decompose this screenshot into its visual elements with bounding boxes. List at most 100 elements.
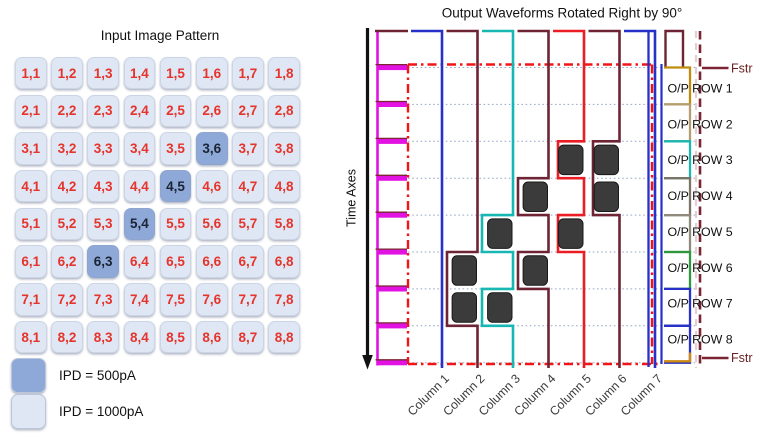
grid-cell-3-3: 3,3 [87,132,119,165]
right-maroon-gate [664,29,685,68]
fstr-top-label: Fstr [731,62,753,76]
grid-cell-2-6: 2,6 [195,94,228,128]
grid-cell-3-7: 3,7 [232,132,264,165]
fstr-bottom-label: Fstr [731,351,753,365]
strobe-pulse-4 [377,212,407,218]
grid-cell-6-8: 6,8 [268,245,300,278]
op-row-label-1: O/P ROW 1 [668,82,733,96]
grid-cell-6-3: 6,3 [87,245,119,278]
time-axis-label: Time Axes [345,169,359,227]
grid-cell-1-3: 1,3 [87,57,119,90]
spike-square-7-3 [487,292,513,323]
column-trace-3 [480,29,515,368]
strobe-pulse-6 [377,286,407,292]
grid-cell-5-4: 5,4 [123,207,156,241]
grid-cell-8-8: 8,8 [268,320,300,354]
bottom-orange-trace [664,352,692,363]
legend-swatch-500pa [11,358,46,394]
spike-square-4-4 [522,181,548,212]
grid-cell-4-6: 4,6 [195,170,228,203]
input-pattern-title: Input Image Pattern [100,28,220,43]
grid-cell-2-7: 2,7 [232,94,264,128]
strobe-pulse-3 [377,175,407,181]
spike-square-6-4 [522,255,548,286]
legend-item-1000pa: IPD = 1000pA [11,393,144,430]
column-trace-7 [624,29,657,368]
column-trace-5 [553,29,586,368]
grid-cell-3-2: 3,2 [51,132,83,165]
grid-cell-8-4: 8,4 [123,320,156,354]
column-trace-1 [411,29,444,368]
grid-cell-3-4: 3,4 [123,132,156,165]
grid-cell-1-6: 1,6 [195,57,228,90]
grid-cell-2-5: 2,5 [159,94,192,128]
ipd-legend: IPD = 500pA IPD = 1000pA [11,358,143,429]
strobe-pulse-8 [377,360,407,366]
legend-label-500pa: IPD = 500pA [59,368,136,384]
column-trace-4 [516,29,550,368]
grid-cell-5-3: 5,3 [87,207,119,241]
grid-cell-1-7: 1,7 [232,57,264,90]
grid-cell-8-1: 8,1 [15,320,47,354]
op-row-label-2: O/P ROW 2 [668,117,733,131]
grid-cell-1-4: 1,4 [123,57,156,90]
grid-cell-5-7: 5,7 [232,207,264,241]
grid-cell-6-2: 6,2 [51,245,83,278]
grid-cell-6-5: 6,5 [159,245,192,278]
strobe-pulse-2 [377,138,407,144]
op-row-pulse-8 [664,324,692,364]
grid-cell-1-8: 1,8 [268,57,300,90]
legend-swatch-1000pa [11,393,46,429]
grid-cell-1-5: 1,5 [159,57,192,90]
grid-cell-4-1: 4,1 [15,170,47,203]
grid-cell-3-8: 3,8 [268,132,300,165]
strobe-pulse-7 [377,323,407,329]
grid-cell-5-1: 5,1 [15,207,47,241]
grid-cell-8-6: 8,6 [195,320,228,354]
grid-cell-4-7: 4,7 [232,170,264,203]
grid-cell-7-5: 7,5 [159,283,192,316]
spike-square-3-6 [593,144,619,176]
op-row-label-7: O/P ROW 7 [668,297,733,311]
time-axis-arrowhead [362,355,373,370]
grid-cell-3-6: 3,6 [195,132,228,165]
grid-cell-8-2: 8,2 [51,320,83,354]
grid-cell-2-3: 2,3 [87,94,119,128]
op-row-label-4: O/P ROW 4 [668,189,733,203]
grid-cell-4-5: 4,5 [159,170,192,203]
grid-cell-6-4: 6,4 [123,245,156,278]
grid-cell-1-2: 1,2 [51,57,83,90]
grid-cell-7-8: 7,8 [268,283,300,316]
legend-label-1000pa: IPD = 1000pA [59,403,144,419]
grid-cell-4-3: 4,3 [87,170,119,203]
strobe-pulse-1 [377,101,407,107]
spike-square-7-2 [451,292,478,323]
grid-cell-5-2: 5,2 [51,207,83,241]
spike-square-3-5 [558,144,584,176]
grid-cell-8-5: 8,5 [159,320,192,354]
grid-cell-3-5: 3,5 [159,132,192,165]
grid-cell-7-2: 7,2 [51,283,83,316]
grid-cell-4-8: 4,8 [268,170,300,203]
strobe-pulse-0 [377,64,407,71]
grid-cell-6-6: 6,6 [195,245,228,278]
op-row-label-8: O/P ROW 8 [668,332,733,346]
grid-cell-8-3: 8,3 [87,320,119,354]
waveform-title: Output Waveforms Rotated Right by 90° [442,6,683,21]
op-row-label-5: O/P ROW 5 [668,225,733,239]
grid-cell-3-1: 3,1 [15,132,47,165]
spike-square-4-6 [593,181,619,212]
grid-cell-5-6: 5,6 [195,207,228,241]
strobe-pulse-5 [377,249,407,255]
grid-cell-5-5: 5,5 [159,207,192,241]
column-trace-6 [588,29,621,368]
grid-cell-4-2: 4,2 [51,170,83,203]
column-trace-2 [445,29,479,368]
grid-cell-2-1: 2,1 [15,94,47,128]
grid-cell-6-1: 6,1 [15,245,47,278]
grid-cell-2-4: 2,4 [123,94,156,128]
legend-item-500pa: IPD = 500pA [11,358,143,394]
